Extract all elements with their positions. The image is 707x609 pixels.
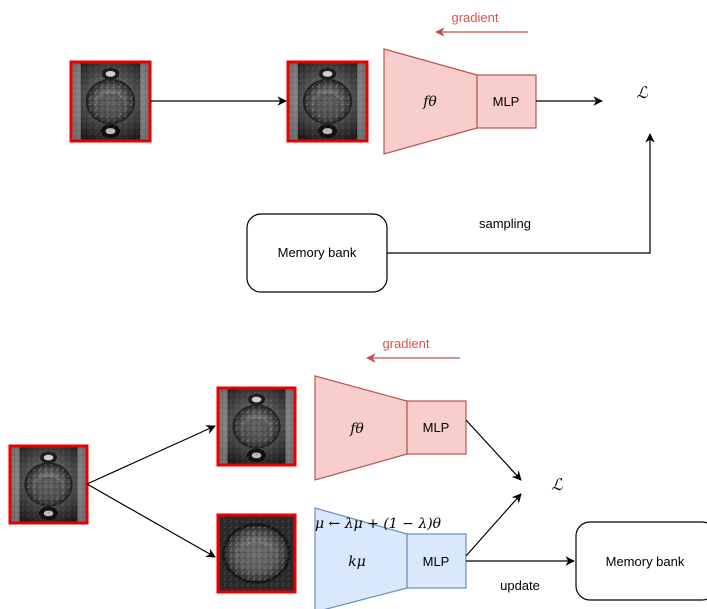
bottom-arrow-input-to-view1 (86, 425, 216, 485)
bottom-momentum-update-equation: μ ← λμ + (1 − λ)θ (315, 516, 442, 532)
top-mlp-box (476, 74, 537, 129)
top-augmented-image (286, 60, 369, 143)
bottom-mlp-top-box (406, 400, 467, 455)
top-sampling-arrow (387, 133, 655, 254)
bottom-view2-image (216, 513, 297, 594)
bottom-input-image (8, 444, 89, 525)
bottom-gradient-label: gradient (383, 336, 430, 351)
bottom-view1-image (216, 386, 297, 467)
bottom-pipeline: gradient fθ MLP kμ MLP μ ← λμ + (1 − λ (8, 336, 707, 609)
bottom-mlp-bottom-label: MLP (423, 554, 450, 569)
top-pipeline: fθ MLP ℒ gradient Memory bank sampling (69, 10, 655, 293)
bottom-mlp-bottom-box (406, 533, 467, 589)
top-sampling-label: sampling (479, 216, 531, 231)
bottom-memory-bank-box (575, 521, 707, 601)
bottom-memory-bank-label: Memory bank (606, 554, 685, 569)
bottom-loss-label: ℒ (551, 475, 563, 494)
bottom-encoder-label: fθ (349, 421, 364, 437)
bottom-momentum-encoder-label: kμ (348, 554, 366, 570)
bottom-update-label: update (500, 578, 540, 593)
top-input-image (69, 60, 152, 143)
bottom-arrow-input-to-view2 (86, 483, 216, 558)
top-memory-bank-label: Memory bank (278, 245, 357, 260)
bottom-mlp-top-label: MLP (423, 420, 450, 435)
top-loss-label: ℒ (636, 83, 648, 102)
top-encoder-label: fθ (422, 94, 437, 110)
top-mlp-label: MLP (493, 94, 520, 109)
top-gradient-label: gradient (452, 10, 499, 25)
bottom-arrow-mlp-top-to-loss (465, 419, 522, 481)
bottom-arrow-mlp-bottom-to-loss (465, 493, 522, 557)
